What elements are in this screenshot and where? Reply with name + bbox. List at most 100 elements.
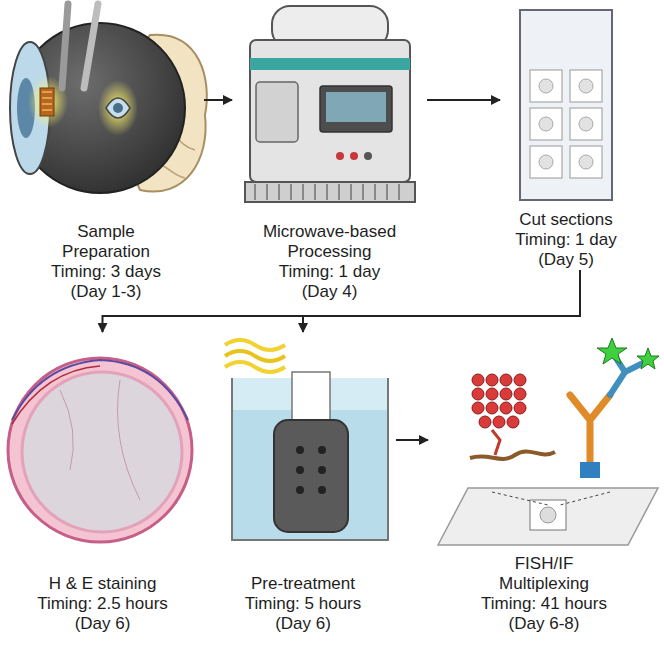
slide-sections-part: [539, 117, 553, 131]
fish-if-illustration-part: [472, 374, 526, 428]
fish-if-illustration-part: [472, 388, 484, 400]
microwave-processor-part: [256, 82, 298, 142]
microwave-processor-part: [364, 152, 372, 160]
eye-illustration-part: [42, 92, 52, 110]
workflow-step: Sample PreparationTiming: 3 days(Day 1-3…: [8, 4, 204, 302]
microwave-processor-part: [245, 182, 415, 202]
fish-if-illustration-part: [580, 462, 600, 478]
pretreatment-beaker-part: [318, 486, 326, 494]
pretreatment-beaker-part: [225, 362, 285, 372]
microwave-processor-part: [336, 152, 344, 160]
step-timing: (Day 6): [5, 614, 200, 634]
step-timing: (Day 1-3): [8, 282, 204, 302]
fish-if-illustration-part: [597, 338, 627, 364]
pretreatment-beaker: [225, 340, 388, 540]
microwave-processor-part: [350, 152, 358, 160]
fish-if-illustration: [438, 338, 659, 545]
step-timing: (Day 5): [500, 250, 632, 270]
step-title: Sample Preparation: [41, 222, 171, 262]
pretreatment-beaker-part: [318, 446, 326, 454]
step-title: Cut sections: [501, 210, 631, 230]
workflow-step: Pre-treatmentTiming: 5 hours(Day 6): [210, 332, 396, 634]
step-timing: (Day 6-8): [428, 614, 660, 634]
workflow-step: Microwave-based ProcessingTiming: 1 day(…: [232, 4, 427, 302]
step-title: H & E staining: [20, 574, 185, 594]
slide-sections: [520, 10, 612, 200]
pretreatment-beaker-part: [225, 351, 285, 361]
workflow-step: FISH/IF MultiplexingTiming: 41 hours(Day…: [428, 332, 660, 634]
step-timing: Timing: 41 hours: [428, 594, 660, 614]
step-timing: Timing: 2.5 hours: [5, 594, 200, 614]
step-timing: Timing: 1 day: [500, 230, 632, 250]
fish-if-illustration-part: [514, 402, 526, 414]
step-timing: (Day 6): [210, 614, 396, 634]
slide-sections-part: [539, 79, 553, 93]
he-section-part: [12, 360, 188, 420]
fish-if-illustration-part: [637, 348, 659, 369]
fish-if-illustration-part: [438, 488, 658, 545]
pretreatment-beaker-part: [296, 466, 304, 474]
microwave-processor-part: [255, 184, 399, 200]
fish-if-illustration-part: [486, 388, 498, 400]
he-section-part: [22, 372, 182, 532]
step-title: FISH/IF Multiplexing: [472, 554, 617, 594]
he-section-part: [8, 358, 192, 542]
he-section: [8, 358, 192, 542]
flow-arrow: [427, 99, 500, 101]
slide-sections-part: [530, 146, 562, 178]
eye-illustration: [10, 4, 207, 193]
eye-illustration-part: [84, 4, 98, 88]
fish-if-illustration-part: [514, 374, 526, 386]
fish-if-illustration-part: [472, 374, 484, 386]
step-title: Pre-treatment: [213, 574, 393, 594]
microwave-processor-part: [320, 86, 392, 132]
fish-if-illustration-part: [470, 451, 555, 459]
workflow-step: H & E stainingTiming: 2.5 hours(Day 6): [5, 332, 200, 634]
he-section-part: [60, 380, 140, 500]
fish-if-illustration-part: [540, 507, 556, 523]
eye-illustration-part: [40, 88, 54, 116]
eye-illustration-part: [62, 4, 68, 88]
fish-if-illustration-part: [492, 430, 500, 455]
fish-if-illustration-part: [472, 402, 484, 414]
step-timing: (Day 4): [232, 282, 427, 302]
slide-sections-part: [520, 10, 612, 200]
slide-sections-part: [570, 146, 602, 178]
microwave-processor-part: [326, 92, 386, 122]
fish-if-illustration-part: [507, 416, 519, 428]
pretreatment-beaker-part: [296, 446, 304, 454]
microwave-processor-part: [250, 58, 410, 70]
eye-illustration-part: [106, 98, 130, 118]
slide-sections-part: [530, 70, 562, 102]
fish-if-illustration-part: [486, 374, 498, 386]
fish-if-illustration-part: [570, 395, 610, 470]
eye-illustration-part: [15, 23, 185, 193]
fish-if-illustration-part: [500, 388, 512, 400]
slide-sections-part: [570, 70, 602, 102]
pretreatment-beaker-part: [233, 410, 387, 539]
fish-if-illustration-part: [492, 492, 548, 505]
pretreatment-beaker-part: [318, 466, 326, 474]
fish-if-illustration-part: [500, 374, 512, 386]
slide-sections-part: [579, 117, 593, 131]
fish-if-illustration-part: [560, 492, 610, 505]
pretreatment-beaker-part: [274, 420, 348, 532]
microwave-processor-part: [250, 40, 410, 182]
step-timing: Timing: 1 day: [232, 262, 427, 282]
flow-arrow: [396, 439, 428, 441]
step-timing: Timing: 5 hours: [210, 594, 396, 614]
he-section-part: [12, 366, 100, 424]
eye-illustration-part: [113, 103, 123, 113]
microwave-processor: [245, 6, 415, 202]
slide-sections-part: [579, 79, 593, 93]
fish-if-illustration-part: [514, 388, 526, 400]
fish-if-illustration-part: [486, 402, 498, 414]
step-timing: Timing: 3 days: [8, 262, 204, 282]
flow-arrow: [204, 99, 232, 101]
slide-sections-part: [579, 155, 593, 169]
workflow-step: Cut sectionsTiming: 1 day(Day 5): [500, 4, 632, 270]
pretreatment-beaker-part: [296, 486, 304, 494]
fish-if-illustration-part: [479, 416, 491, 428]
eye-illustration-part: [98, 80, 138, 136]
